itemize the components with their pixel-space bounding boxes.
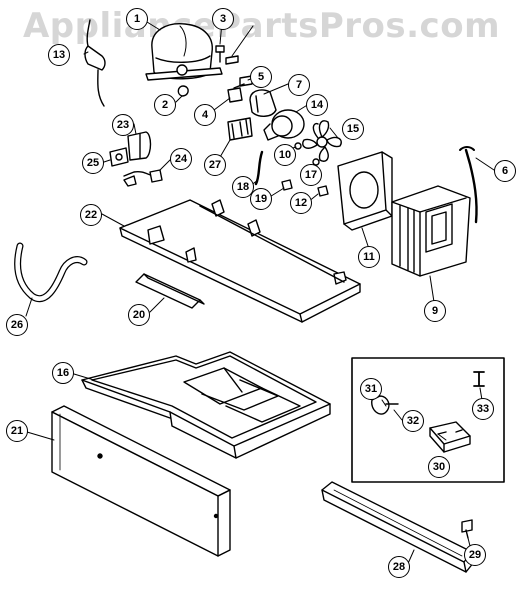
callout-29: 29 — [464, 544, 486, 566]
callout-11: 11 — [358, 246, 380, 268]
callout-21: 21 — [6, 420, 28, 442]
drier-tube — [84, 19, 106, 107]
callout-5: 5 — [250, 66, 272, 88]
callout-6: 6 — [494, 160, 516, 182]
callout-12: 12 — [290, 192, 312, 214]
wire-harness — [123, 169, 163, 187]
callout-13: 13 — [48, 44, 70, 66]
callout-14: 14 — [306, 94, 328, 116]
callout-7: 7 — [288, 74, 310, 96]
drain-pan — [81, 351, 331, 459]
callout-20: 20 — [128, 304, 150, 326]
insulation-tube — [135, 273, 205, 309]
callout-19: 19 — [250, 188, 272, 210]
callout-33: 33 — [472, 398, 494, 420]
callout-2: 2 — [154, 94, 176, 116]
callout-24: 24 — [170, 148, 192, 170]
callout-16: 16 — [52, 362, 74, 384]
compressor — [145, 23, 223, 81]
screw — [317, 185, 329, 197]
terminal-cover — [109, 147, 129, 167]
start-relay — [127, 131, 152, 161]
screw — [281, 179, 293, 191]
callout-23: 23 — [112, 114, 134, 136]
callout-28: 28 — [388, 556, 410, 578]
callout-15: 15 — [342, 118, 364, 140]
mounting-bracket — [227, 117, 253, 141]
callout-26: 26 — [6, 314, 28, 336]
callout-25: 25 — [82, 152, 104, 174]
callout-27: 27 — [204, 154, 226, 176]
fan-blade — [302, 120, 342, 162]
callout-9: 9 — [424, 300, 446, 322]
grommet — [177, 85, 189, 97]
callout-3: 3 — [212, 8, 234, 30]
grommet-screw — [215, 45, 239, 65]
callout-18: 18 — [232, 176, 254, 198]
callout-30: 30 — [428, 456, 450, 478]
callout-17: 17 — [300, 164, 322, 186]
clip — [461, 519, 473, 539]
inset-panel — [351, 357, 505, 483]
callout-1: 1 — [126, 8, 148, 30]
fan-shroud — [337, 151, 393, 231]
callout-31: 31 — [360, 378, 382, 400]
callout-4: 4 — [194, 104, 216, 126]
toe-grille — [51, 405, 231, 557]
overload-cover — [249, 89, 277, 117]
condenser — [391, 185, 471, 277]
fan-motor — [263, 109, 305, 141]
callout-22: 22 — [80, 204, 102, 226]
drain-tube — [459, 146, 478, 224]
callout-10: 10 — [274, 144, 296, 166]
base-pan — [119, 199, 361, 323]
callout-32: 32 — [402, 410, 424, 432]
